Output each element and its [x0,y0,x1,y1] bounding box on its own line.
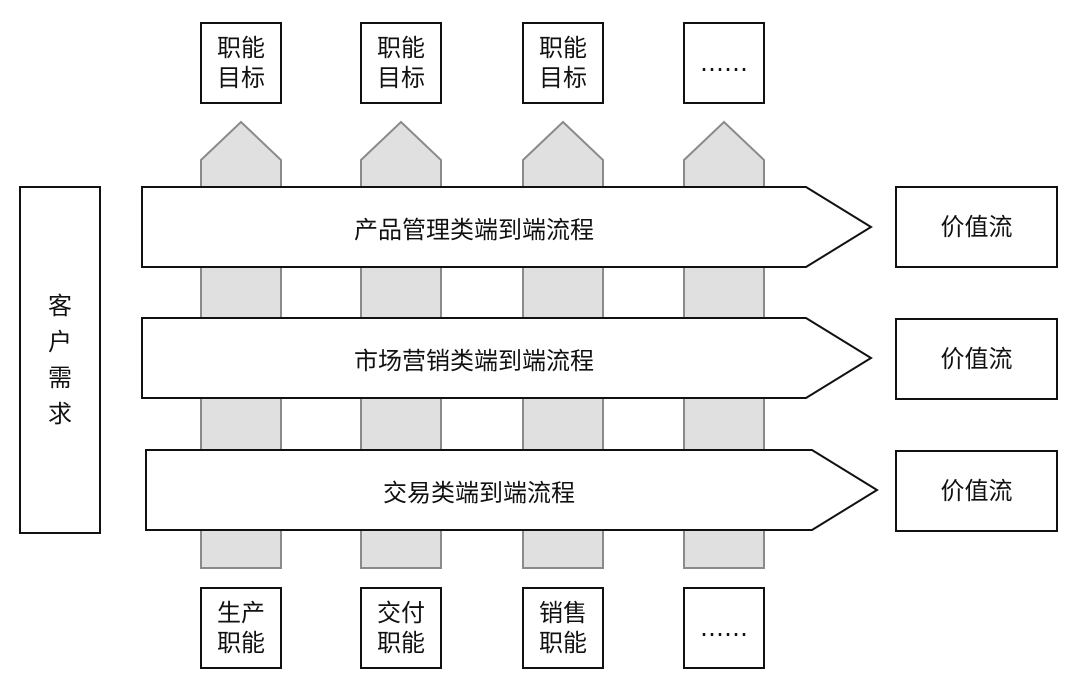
goal-label: 职能 目标 [377,34,425,92]
process-arrow-2 [141,317,873,399]
goal-label: 职能 目标 [539,34,587,92]
process-label-2: 市场营销类端到端流程 [354,346,594,375]
function-box-3: 销售 职能 [522,587,604,669]
process-label-1: 产品管理类端到端流程 [354,215,594,244]
function-label: 交付 职能 [377,599,425,657]
value-stream-label: 价值流 [940,345,1013,373]
value-stream-box-3: 价值流 [895,450,1058,532]
function-box-2: 交付 职能 [360,587,442,669]
process-arrows [141,186,879,531]
customer-needs-label: 客 户 需 求 [48,292,72,428]
goal-box-3: 职能 目标 [522,22,604,104]
process-arrow-3 [145,449,879,531]
goal-box-1: 职能 目标 [200,22,282,104]
value-stream-label: 价值流 [940,477,1013,505]
customer-needs-box: 客 户 需 求 [19,186,101,534]
value-stream-box-2: 价值流 [895,318,1058,400]
function-box-4: …… [683,587,765,669]
function-label: 生产 职能 [217,599,265,657]
goal-label: …… [700,49,748,77]
process-arrow-1 [141,186,873,268]
function-label: 销售 职能 [539,599,587,657]
function-box-1: 生产 职能 [200,587,282,669]
value-stream-label: 价值流 [940,213,1013,241]
goal-label: 职能 目标 [217,34,265,92]
function-label: …… [700,614,748,642]
goal-box-2: 职能 目标 [360,22,442,104]
value-stream-box-1: 价值流 [895,186,1058,268]
goal-box-4: …… [683,22,765,104]
process-label-3: 交易类端到端流程 [383,478,575,507]
